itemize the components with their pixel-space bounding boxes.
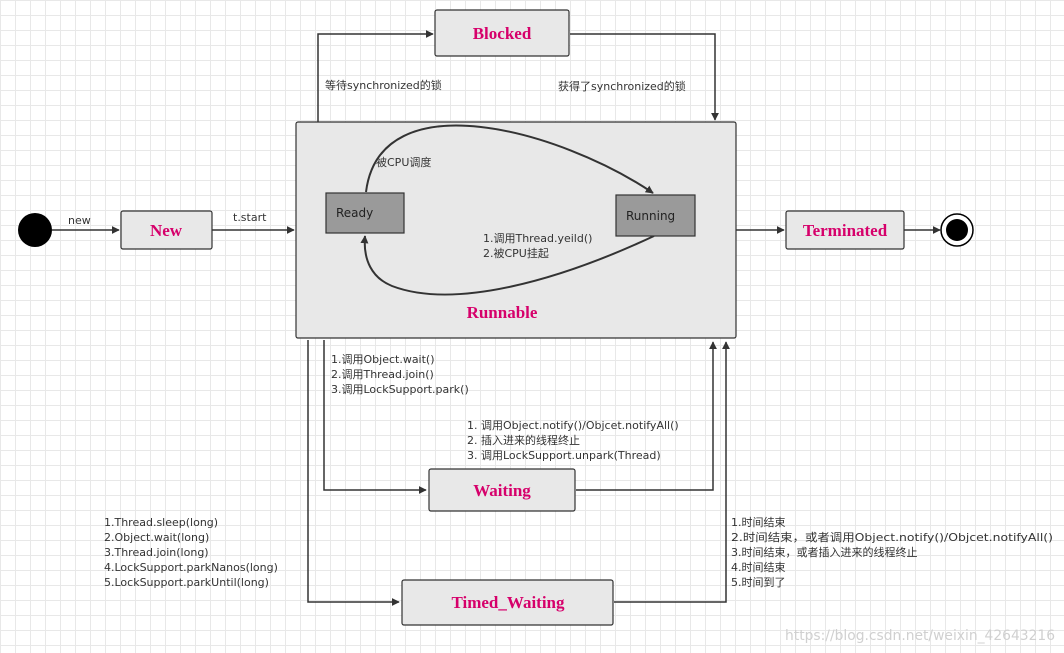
edge-runnable-timed-waiting xyxy=(307,340,400,606)
edge-label-to-timed-waiting-1: 1.Thread.sleep(long) xyxy=(104,516,218,529)
edge-runnable-blocked xyxy=(317,30,434,122)
edge-label-from-timed-waiting-1: 1.时间结束 xyxy=(731,516,786,529)
edge-label-to-timed-waiting-5: 5.LockSupport.parkUntil(long) xyxy=(104,576,269,589)
edge-label-from-waiting-1: 1. 调用Object.notify()/Objcet.notifyAll() xyxy=(467,419,679,432)
edge-label-from-timed-waiting-3: 3.时间结束，或者插入进来的线程终止 xyxy=(731,545,918,559)
state-new-title: New xyxy=(150,221,183,240)
edge-waiting-runnable xyxy=(576,341,717,491)
edge-label-from-timed-waiting-4: 4.时间结束 xyxy=(731,561,786,574)
edge-label-from-timed-waiting-5: 5.时间到了 xyxy=(731,576,786,589)
state-new-box xyxy=(120,210,213,250)
state-terminated-box xyxy=(785,210,905,250)
edge-label-from-waiting-3: 3. 调用LockSupport.unpark(Thread) xyxy=(467,449,661,462)
initial-state xyxy=(18,213,52,247)
watermark: https://blog.csdn.net/weixin_42643216 xyxy=(785,628,1055,644)
edge-ready-running xyxy=(365,124,654,194)
edge-label-to-waiting-2: 2.调用Thread.join() xyxy=(331,368,434,381)
substate-running-label: Running xyxy=(626,209,675,223)
edge-label-running-to-ready-1: 1.调用Thread.yeild() xyxy=(483,232,592,245)
state-timed-waiting-title: Timed_Waiting xyxy=(451,593,565,612)
edge-label-from-blocked: 获得了synchronized的锁 xyxy=(558,79,686,93)
connectors xyxy=(52,30,941,606)
edge-label-t-start: t.start xyxy=(233,211,267,224)
edge-label-cpu-schedule: 被CPU调度 xyxy=(376,155,431,169)
state-waiting-box xyxy=(428,468,576,512)
edge-label-to-timed-waiting-3: 3.Thread.join(long) xyxy=(104,546,209,559)
edge-runnable-waiting xyxy=(323,340,427,494)
edge-label-from-timed-waiting-2: 2.时间结束，或者调用Object.notify()/Objcet.notify… xyxy=(731,531,1053,544)
substate-running-box xyxy=(615,194,696,237)
edge-label-from-waiting-2: 2. 插入进来的线程终止 xyxy=(467,433,580,447)
edge-running-ready xyxy=(360,235,655,296)
edge-timed-waiting-runnable xyxy=(614,341,730,603)
state-runnable-title: Runnable xyxy=(467,303,538,322)
edge-label-to-timed-waiting-2: 2.Object.wait(long) xyxy=(104,531,209,544)
state-timed-waiting-box xyxy=(401,579,614,626)
edge-label-new: new xyxy=(68,214,91,227)
edge-label-to-waiting-3: 3.调用LockSupport.park() xyxy=(331,383,469,396)
substate-ready-box xyxy=(325,192,405,234)
edge-label-to-waiting-1: 1.调用Object.wait() xyxy=(331,353,435,366)
state-blocked-title: Blocked xyxy=(473,24,532,43)
edge-blocked-runnable xyxy=(570,33,719,121)
final-state-inner xyxy=(946,219,968,241)
edge-label-running-to-ready-2: 2.被CPU挂起 xyxy=(483,246,549,260)
edge-label-to-blocked: 等待synchronized的锁 xyxy=(325,78,442,92)
state-terminated-title: Terminated xyxy=(803,221,888,240)
substate-ready-label: Ready xyxy=(336,206,373,220)
edge-label-to-timed-waiting-4: 4.LockSupport.parkNanos(long) xyxy=(104,561,278,574)
state-waiting-title: Waiting xyxy=(473,481,531,500)
state-blocked-box xyxy=(434,9,570,57)
